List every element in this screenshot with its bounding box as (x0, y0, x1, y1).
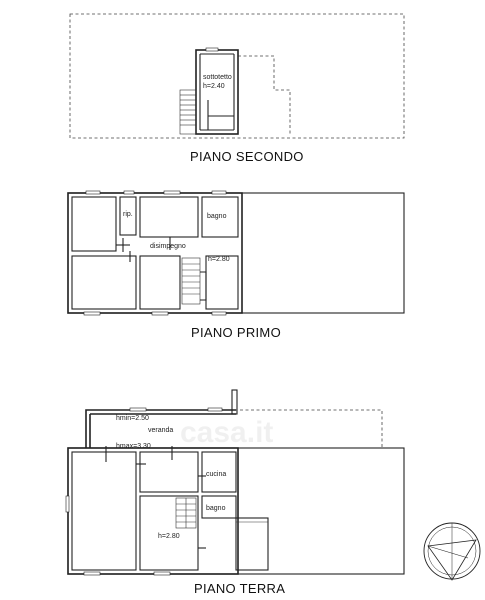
label-rip: rip. (123, 211, 133, 218)
label-first-height: h=2.80 (208, 256, 230, 263)
first-room-rip (119, 196, 137, 236)
floor-second: sottotetto h=2.40 PIANO SECONDO (69, 13, 405, 164)
ground-floor-windows (65, 495, 171, 576)
label-ground-height: h=2.80 (158, 533, 180, 540)
label-second-height: h=2.40 (203, 83, 225, 90)
second-floor-outline (69, 13, 405, 139)
title-piano-secondo: PIANO SECONDO (190, 149, 304, 164)
label-hmin: hmin=2.50 (116, 415, 149, 422)
first-floor-stairs (181, 257, 207, 305)
ground-room-bagno (201, 495, 237, 519)
first-floor-built-area (67, 192, 243, 314)
first-room-top-left (71, 196, 117, 252)
label-sottotetto: sottotetto (203, 74, 232, 81)
first-floor-rooms (71, 196, 239, 310)
floor-ground: hmin=2.50 veranda hmax=3.30 cucina bagno… (65, 389, 405, 596)
first-room-bottom-mid (139, 255, 181, 310)
title-piano-primo: PIANO PRIMO (191, 325, 281, 340)
ground-floor-stairs (175, 497, 197, 529)
floor-first: rip. bagno disimpegno h=2.80 PIANO PRIMO (67, 190, 405, 340)
watermark-casa-it: casa.it (180, 416, 273, 449)
ground-annex (235, 517, 269, 571)
label-veranda: veranda (148, 427, 173, 434)
first-floor-windows (83, 190, 227, 316)
attic-room (195, 47, 239, 135)
first-floor-outline (67, 192, 405, 314)
label-disimpegno: disimpegno (150, 243, 186, 250)
label-ground-bagno: bagno (206, 505, 226, 512)
ground-floor-rooms (71, 446, 269, 571)
second-floor-stairs (179, 89, 197, 135)
ground-room-left (71, 451, 137, 571)
first-room-bottom-left (71, 255, 137, 310)
veranda-frame (85, 409, 236, 448)
title-piano-terra: PIANO TERRA (194, 581, 285, 596)
veranda-post (231, 389, 238, 415)
label-cucina: cucina (206, 471, 226, 478)
first-room-bagno (201, 196, 239, 238)
first-room-top-mid (139, 196, 199, 238)
compass-north-icon (423, 522, 481, 581)
first-room-bottom-right (205, 255, 239, 310)
label-hmax: hmax=3.30 (116, 443, 151, 450)
ground-room-bottom-mid (139, 495, 199, 571)
ground-room-cucina (201, 451, 237, 493)
label-first-bagno: bagno (207, 213, 227, 220)
ground-room-top-mid (139, 451, 199, 493)
second-floor-dashed-step (238, 55, 291, 136)
